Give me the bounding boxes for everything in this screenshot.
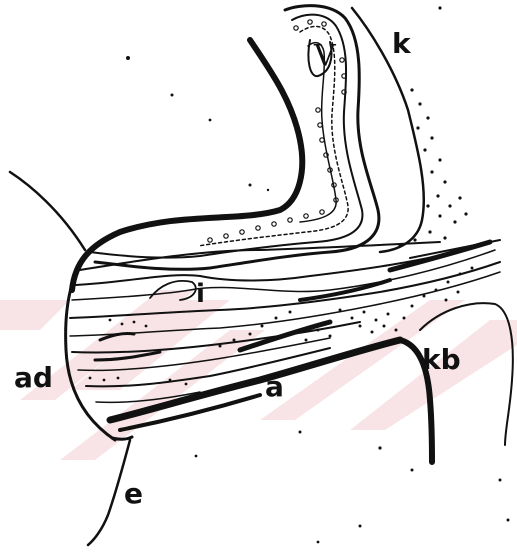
label-i: i [196, 281, 205, 307]
outer-contour-lines [10, 6, 513, 545]
label-v: V [314, 42, 336, 72]
label-a: a [265, 373, 284, 401]
stipple-dots [89, 6, 510, 543]
label-k: k [392, 30, 411, 58]
label-e: e [124, 480, 143, 508]
label-ad: ad [14, 364, 53, 392]
label-kb: kb [422, 346, 461, 374]
